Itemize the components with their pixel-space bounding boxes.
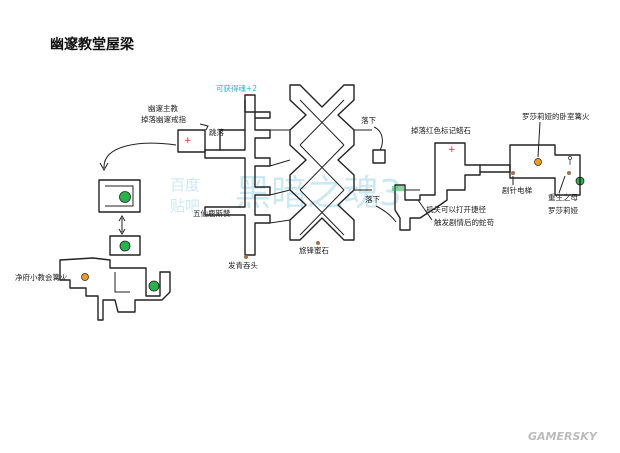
item-marker-icon[interactable]: [316, 241, 320, 245]
arrow-icon: [373, 126, 383, 151]
label-mechanism: 机关可以打开捷径: [426, 204, 486, 214]
elevator-icon[interactable]: [119, 191, 131, 203]
label-red-sign: 掉落红色标记蜡石: [411, 125, 471, 135]
watermark-big: 黑暗之魂3: [235, 173, 402, 214]
left-lower-area: [59, 179, 171, 321]
item-marker-icon[interactable]: +: [184, 136, 192, 146]
arrow-icon: [118, 215, 126, 235]
label-exile-stone: 旅锋蜜石: [299, 245, 329, 255]
arrow-icon: [103, 142, 177, 169]
item-marker-icon[interactable]: [244, 255, 248, 259]
bonfire-icon[interactable]: [534, 158, 542, 166]
label-jump-down: 跳落: [209, 127, 224, 137]
label-bonfire-hall: 净府小教会篝火: [15, 272, 68, 282]
item-marker-icon[interactable]: [567, 171, 571, 175]
label-rosaria-finger-2: 罗莎莉娅: [548, 205, 578, 215]
label-cleric-ring: 五仙鹿斯赞: [193, 208, 231, 218]
label-fall-down-1: 落下: [361, 115, 376, 125]
elevator-icon[interactable]: [148, 280, 160, 292]
watermark-line1: 百度: [170, 176, 200, 194]
drop-point: [372, 149, 386, 164]
bonfire-icon[interactable]: [81, 273, 89, 281]
label-boss-head: 发青吞头: [228, 260, 258, 270]
watermark-line2: 贴吧: [170, 197, 200, 215]
label-priest-drop: 掉落幽邃戒指: [141, 114, 186, 124]
label-after-touch: 触发剧情后的蛇苟: [434, 217, 494, 227]
label-priest: 幽邃主教: [148, 103, 178, 113]
item-marker-icon[interactable]: +: [448, 145, 456, 155]
label-soul-drop: 可获得魂+2: [216, 83, 257, 93]
npc-icon[interactable]: [568, 156, 572, 166]
central-beams: [177, 84, 372, 256]
item-marker-icon[interactable]: [511, 171, 515, 175]
map-title: 幽邃教堂屋梁: [50, 36, 135, 53]
right-area: [392, 142, 581, 231]
watermark: 百度 贴吧 黑暗之魂3: [170, 173, 402, 215]
label-fall-down-2: 落下: [365, 194, 380, 204]
label-rosaria-bonfire: 罗莎莉娅的卧室篝火: [522, 111, 590, 121]
brand-logo: GAMERSKY: [528, 430, 598, 443]
elevator-icon[interactable]: [119, 240, 131, 252]
arrow-icon: [375, 205, 397, 223]
label-right-elevator: 剧针电梯: [502, 185, 532, 195]
label-rosaria-finger-1: 重生之母: [548, 192, 578, 202]
